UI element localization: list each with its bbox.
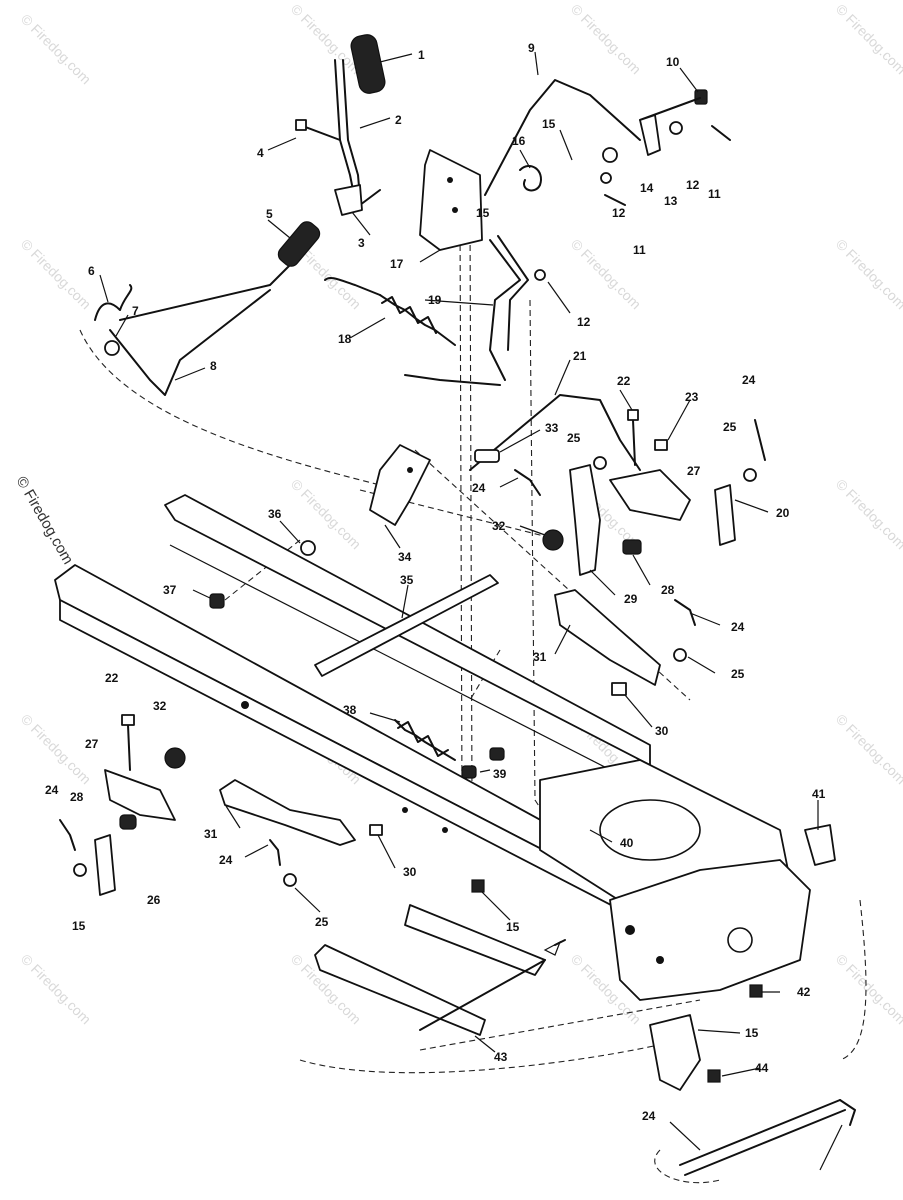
- bottom-parts: [314, 904, 856, 1176]
- callout-label: 20: [776, 506, 790, 520]
- callout-label: 24: [742, 373, 756, 387]
- side-watermark: © Firedog.com: [13, 474, 77, 568]
- left-lower-assembly: [59, 714, 383, 896]
- callout-label: 40: [620, 836, 634, 850]
- watermark: © Firedog.com: [18, 951, 94, 1027]
- callout-label: 35: [400, 573, 414, 587]
- pedal-grip: [277, 221, 321, 267]
- callout-label: 8: [210, 359, 217, 373]
- callout-label: 11: [633, 243, 646, 257]
- callout-label: 1: [418, 48, 425, 62]
- callout-label: 41: [812, 787, 826, 801]
- callout-label: 28: [70, 790, 84, 804]
- callout-label: 11: [708, 187, 721, 201]
- callout-label: 18: [338, 332, 352, 346]
- callout-label: 32: [492, 519, 506, 533]
- callout-label: 25: [567, 431, 581, 445]
- callout-label: 7: [132, 304, 139, 318]
- watermark: © Firedog.com: [833, 236, 903, 312]
- leader-lines: [99, 51, 843, 1171]
- main-frame: [54, 494, 836, 1091]
- callout-label: 12: [612, 206, 626, 220]
- callout-label: 36: [268, 507, 282, 521]
- callout-label: 24: [472, 481, 486, 495]
- callout-label: 12: [577, 315, 591, 329]
- callout-label: 42: [797, 985, 811, 999]
- callout-label: 37: [163, 583, 177, 597]
- callout-label: 32: [153, 699, 167, 713]
- callout-label: 22: [617, 374, 631, 388]
- callout-label: 16: [512, 134, 526, 148]
- callout-label: 27: [687, 464, 701, 478]
- callout-label: 26: [147, 893, 161, 907]
- callout-label: 30: [403, 865, 417, 879]
- callout-label: 31: [204, 827, 218, 841]
- callout-label: 38: [343, 703, 357, 717]
- callout-label: 34: [398, 550, 412, 564]
- callout-label: 15: [72, 919, 86, 933]
- callout-label: 27: [85, 737, 99, 751]
- callout-label: 25: [731, 667, 745, 681]
- watermark: © Firedog.com: [288, 1, 364, 77]
- callout-label: 10: [666, 55, 680, 69]
- callout-label: 29: [624, 592, 638, 606]
- callout-label: 15: [745, 1026, 759, 1040]
- callout-label: 9: [528, 41, 535, 55]
- watermark: © Firedog.com: [833, 1, 903, 77]
- callout-label: 22: [105, 671, 119, 685]
- callout-label: 39: [493, 767, 507, 781]
- callout-label: 14: [640, 181, 654, 195]
- callout-label: 13: [664, 194, 678, 208]
- callout-label: 3: [358, 236, 365, 250]
- watermark: © Firedog.com: [833, 951, 903, 1027]
- callout-label: 2: [395, 113, 402, 127]
- watermark: © Firedog.com: [18, 711, 94, 787]
- callout-label: 44: [755, 1061, 769, 1075]
- watermark: © Firedog.com: [568, 1, 644, 77]
- watermark: © Firedog.com: [833, 476, 903, 552]
- callout-label: 25: [315, 915, 329, 929]
- callout-label: 30: [655, 724, 669, 738]
- callout-label: 24: [45, 783, 59, 797]
- callout-label: 6: [88, 264, 95, 278]
- callout-label: 5: [266, 207, 273, 221]
- watermark: © Firedog.com: [18, 11, 94, 87]
- callout-label: 24: [731, 620, 745, 634]
- lever-grip: [350, 34, 386, 94]
- upper-assembly: [94, 34, 731, 396]
- watermark: © Firedog.com: [18, 236, 94, 312]
- callout-label: 12: [686, 178, 700, 192]
- callout-label: 15: [506, 920, 520, 934]
- callout-label: 31: [533, 650, 547, 664]
- callout-label: 25: [723, 420, 737, 434]
- callout-label: 23: [685, 390, 699, 404]
- callout-label: 28: [661, 583, 675, 597]
- callout-label: 33: [545, 421, 559, 435]
- callout-label: 24: [642, 1109, 656, 1123]
- mid-assembly: [209, 394, 766, 696]
- callout-label: 15: [542, 117, 556, 131]
- callout-label: 15: [476, 206, 490, 220]
- watermark: © Firedog.com: [833, 711, 903, 787]
- callout-label: 4: [257, 146, 264, 160]
- callout-label: 19: [428, 293, 442, 307]
- callout-label: 24: [219, 853, 233, 867]
- callout-label: 21: [573, 349, 587, 363]
- callout-label: 17: [390, 257, 404, 271]
- callout-label: 43: [494, 1050, 508, 1064]
- callout-labels: 1 2 4 3 5 6 7 8 9 10 15 16 14 13 12 11 1…: [45, 41, 826, 1123]
